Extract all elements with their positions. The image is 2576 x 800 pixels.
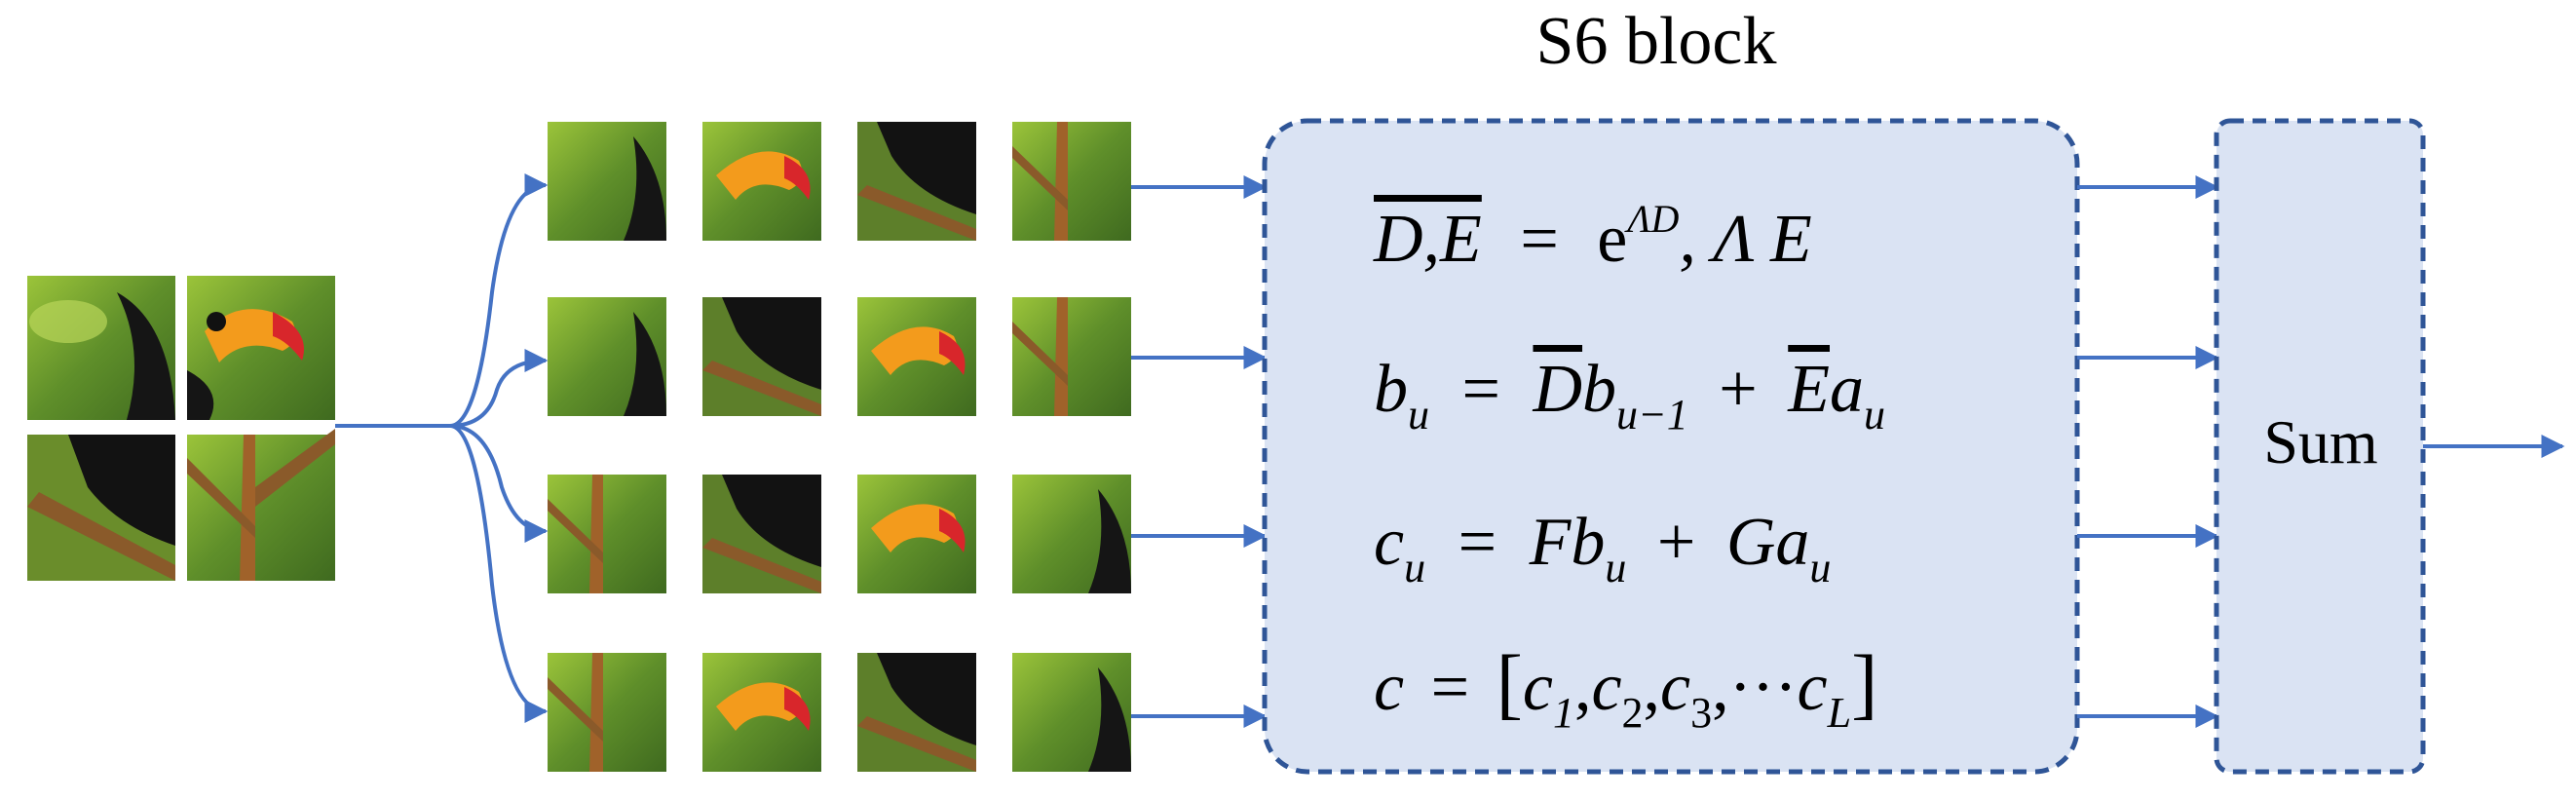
equation-output: cu = Fbu + Gau [1374,505,1832,591]
input-patch-1 [27,276,175,420]
patch-row1-col4 [1012,122,1131,241]
patch-row1-col3 [857,122,976,241]
equation-state-update: bu = Dbu−1 + Eau [1374,352,1885,438]
patch-row-3 [548,475,1131,593]
block-title: S6 block [1535,4,1777,79]
input-image [27,276,335,581]
sum-label: Sum [2263,407,2378,476]
patch-row2-col1 [548,297,666,416]
patch-row3-col3 [857,475,976,593]
patch-row1-col2 [702,122,821,241]
patch-row3-col4 [1012,475,1131,593]
patch-row3-col2 [702,475,821,593]
sum-block [2214,118,2426,775]
patch-grid [548,122,1131,772]
equation-sequence: c = [c1,c2,c3,···cL] [1374,638,1878,737]
s6-block [1262,118,2080,775]
equation-discretization: D,E = eΛD, Λ E [1374,197,1812,277]
input-patch-2 [187,276,335,420]
patch-row-2 [548,297,1131,416]
patch-row4-col3 [857,653,976,772]
block-to-sum-arrows [2077,175,2219,728]
patch-row2-col2 [702,297,821,416]
patch-row4-col4 [1012,653,1131,772]
input-patch-3 [27,435,175,581]
patch-row4-col2 [702,653,821,772]
patch-row1-col1 [548,122,666,241]
input-patch-4 [187,429,335,581]
patch-row4-col1 [548,653,666,772]
patch-row-1 [548,122,1131,241]
branch-arrows [335,173,549,723]
patch-row2-col3 [857,297,976,416]
row-to-block-arrows [1131,175,1268,728]
patch-row3-col1 [548,475,666,593]
patch-row-4 [548,653,1131,772]
patch-row2-col4 [1012,297,1131,416]
